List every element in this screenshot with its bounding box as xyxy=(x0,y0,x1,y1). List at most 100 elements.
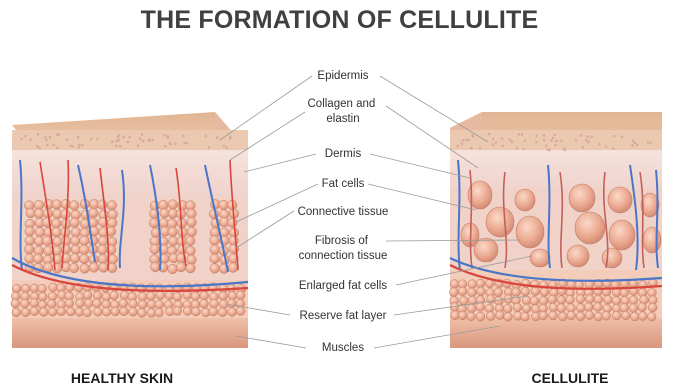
dermis-dot xyxy=(128,136,131,139)
dermis-dot xyxy=(163,134,166,137)
reserve-fat-cell xyxy=(620,288,629,297)
reserve-fat-cell xyxy=(531,287,540,296)
reserve-fat-cell xyxy=(20,299,29,308)
dermis-dot xyxy=(122,136,125,139)
dermis-dot xyxy=(137,144,140,147)
reserve-fat-cell xyxy=(458,311,467,320)
reserve-fat-cell xyxy=(236,307,245,316)
enlarged-fat-cell xyxy=(516,216,544,248)
fat-cell xyxy=(177,245,187,255)
fat-cell xyxy=(89,263,99,273)
dermis-dot xyxy=(56,133,59,136)
dermis-dot xyxy=(468,138,471,141)
fat-cell xyxy=(186,246,196,256)
dermis-dot xyxy=(613,135,616,138)
reserve-fat-cell xyxy=(512,288,521,297)
reserve-fat-cell xyxy=(476,312,485,321)
reserve-fat-cell xyxy=(450,280,459,289)
enlarged-fat-cell xyxy=(643,227,661,253)
dermis-dot xyxy=(634,142,637,145)
label-muscles: Muscles xyxy=(322,342,364,354)
fat-cell xyxy=(25,236,35,246)
reserve-fat-cell xyxy=(65,299,74,308)
dermis-dot xyxy=(524,139,527,142)
reserve-fat-cell xyxy=(119,307,128,316)
reserve-fat-cell xyxy=(12,308,21,317)
dermis-dot xyxy=(495,141,498,144)
reserve-fat-cell xyxy=(218,308,227,317)
dermis-dot xyxy=(631,144,634,147)
label-dermis: Dermis xyxy=(325,148,362,160)
reserve-fat-cell xyxy=(66,307,75,316)
dermis-dot xyxy=(575,139,578,142)
dermis-dot xyxy=(585,139,588,142)
fat-cell xyxy=(150,244,160,254)
dermis-dot xyxy=(151,138,154,141)
fat-cell xyxy=(210,254,220,264)
reserve-fat-cell xyxy=(165,291,174,300)
dermis-dot xyxy=(142,140,145,143)
reserve-fat-cell xyxy=(576,304,585,313)
fat-cell xyxy=(210,245,220,255)
fat-cell xyxy=(52,200,62,210)
reserve-fat-cell xyxy=(449,288,458,297)
fat-cell xyxy=(51,219,61,229)
reserve-fat-cell xyxy=(191,292,200,301)
fat-cell xyxy=(149,218,159,228)
leader-epidermis-left xyxy=(220,76,312,140)
reserve-fat-cell xyxy=(138,308,147,317)
reserve-fat-cell xyxy=(111,307,120,316)
reserve-fat-cell xyxy=(503,304,512,313)
dermis-dot xyxy=(545,145,548,148)
fat-cell xyxy=(210,264,220,274)
reserve-fat-cell xyxy=(156,291,165,300)
leader-dermis-left xyxy=(244,154,316,172)
cellulite-reserve-fat-cells xyxy=(449,279,657,322)
enlarged-fat-cell xyxy=(530,249,550,267)
dermis-dot xyxy=(115,144,118,147)
dermis-dot xyxy=(508,138,511,141)
fat-cell xyxy=(80,264,90,274)
reserve-fat-cell xyxy=(173,307,182,316)
reserve-fat-cell xyxy=(458,287,467,296)
dermis-dot xyxy=(167,137,170,140)
reserve-fat-cell xyxy=(38,284,47,293)
dermis-dot xyxy=(186,142,189,145)
dermis-dot xyxy=(543,139,546,142)
dermis-dot xyxy=(164,145,167,148)
fat-cell xyxy=(219,200,229,210)
fat-cell xyxy=(79,254,89,264)
fat-cell xyxy=(35,227,45,237)
dermis-dot xyxy=(621,136,624,139)
reserve-fat-cell xyxy=(93,307,102,316)
reserve-fat-cell xyxy=(228,308,237,317)
dermis-dot xyxy=(38,147,41,150)
dermis-dot xyxy=(29,138,32,141)
reserve-fat-cell xyxy=(219,292,228,301)
dermis-dot xyxy=(501,137,504,140)
reserve-fat-cell xyxy=(192,307,201,316)
fat-cell xyxy=(107,201,117,211)
dermis-dot xyxy=(462,139,465,142)
reserve-fat-cell xyxy=(594,312,603,321)
fat-cell xyxy=(210,236,220,246)
label-epidermis: Epidermis xyxy=(317,70,368,82)
reserve-fat-cell xyxy=(557,296,566,305)
dermis-dot xyxy=(522,148,525,151)
reserve-fat-cell xyxy=(558,312,567,321)
enlarged-fat-cell xyxy=(569,184,595,212)
dermis-dot xyxy=(174,142,177,145)
reserve-fat-cell xyxy=(84,299,93,308)
fat-cell xyxy=(61,199,71,209)
dermis-dot xyxy=(501,145,504,148)
dermis-dot xyxy=(649,142,652,145)
reserve-fat-cell xyxy=(549,303,558,312)
dermis-dot xyxy=(555,140,558,143)
reserve-fat-cell xyxy=(513,303,522,312)
label-connective-tissue: Connective tissue xyxy=(298,206,389,218)
dermis-dot xyxy=(208,146,211,149)
reserve-fat-cell xyxy=(83,308,92,317)
reserve-fat-cell xyxy=(504,312,513,321)
reserve-fat-cell xyxy=(494,288,503,297)
